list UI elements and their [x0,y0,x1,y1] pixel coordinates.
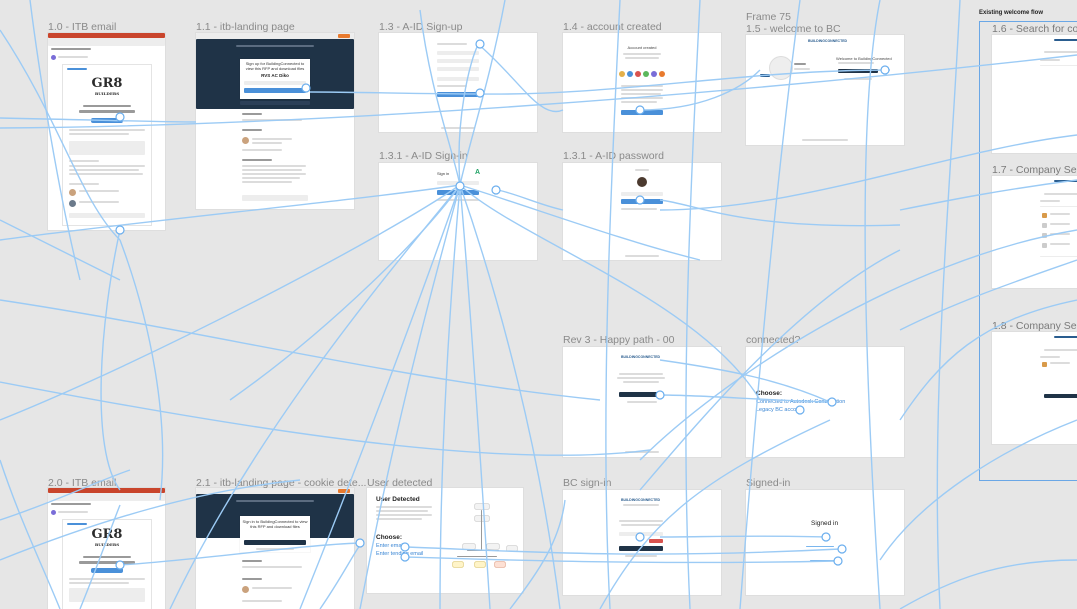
frame-label-itb-email-2[interactable]: 2.0 - ITB email [48,477,117,489]
landing-headline: Sign up for BuildingConnected to view th… [245,61,305,71]
frame-label-landing-page[interactable]: 1.1 - itb-landing page [196,21,295,33]
option-enter-tending-email[interactable]: Enter tending email [376,551,424,557]
account-created-heading: Account created [627,45,657,50]
frame-label-signed-in[interactable]: Signed-in [746,477,791,489]
frame-label-account-created[interactable]: 1.4 - account created [563,21,662,33]
frame-label-aid-signup[interactable]: 1.3 - A-ID Sign-up [379,21,463,33]
frame-landing-cookie[interactable]: Sign in to BuildingConnected to view thi… [196,488,354,609]
frame-label-frame-75[interactable]: Frame 75 [746,11,791,23]
user-detected-heading: User Detected [376,496,420,503]
frame-welcome-to-bc[interactable]: BUILDINGCONNECTED Welcome to BuildingCon… [746,35,904,145]
frame-label-user-detected[interactable]: User detected [367,477,433,489]
user-detected-choose: Choose: [376,534,402,541]
frame-label-bc-signin[interactable]: BC sign-in [563,477,612,489]
bc-brand: BUILDINGCONNECTED [808,39,848,43]
frame-label-itb-email[interactable]: 1.0 - ITB email [48,21,117,33]
frame-label-company-select[interactable]: 1.8 - Company Sele... [992,320,1077,332]
aid-signin-heading: Sign in [437,171,450,176]
frame-label-welcome-to-bc[interactable]: 1.5 - welcome to BC [746,23,841,35]
landing-signin-headline: Sign in to BuildingConnected to view thi… [242,519,308,529]
welcome-heading: Welcome to BuildingConnected [836,56,892,61]
group-label-existing-welcome-flow[interactable]: Existing welcome flow [979,10,1044,16]
frame-label-happy-path[interactable]: Rev 3 - Happy path - 00 [563,334,675,346]
frame-label-aid-signin[interactable]: 1.3.1 - A-ID Sign-in [379,150,468,162]
frame-aid-signup[interactable] [379,33,537,132]
connected-option-legacy[interactable]: Legacy BC account [756,407,804,413]
frame-user-detected[interactable]: User Detected Choose: Enter email Enter … [367,488,523,593]
signed-in-heading: Signed in [811,520,839,527]
frame-label-company-search[interactable]: 1.7 - Company Sea... [992,164,1077,176]
group-frame-existing-welcome-flow[interactable] [979,21,1077,481]
frame-search-company[interactable] [992,35,1077,153]
landing-company: RVS AC Diko [261,73,289,78]
connected-option-autodesk[interactable]: Connected to Autodesk Construction [756,399,846,405]
autodesk-logo-icon: A [475,169,481,176]
frame-label-connected[interactable]: connected? [746,334,801,346]
frame-label-landing-cookie[interactable]: 2.1 - itb-landing page - cookie dete... [196,477,367,489]
bc-signin-brand: BUILDINGCONNECTED [621,498,661,502]
option-enter-email[interactable]: Enter email [376,543,404,549]
frame-label-aid-password[interactable]: 1.3.1 - A-ID password [563,150,664,162]
frame-label-search-company[interactable]: 1.6 - Search for co... [992,23,1077,35]
happy-path-brand: BUILDINGCONNECTED [621,355,661,359]
connected-choose-heading: Choose: [756,390,782,397]
